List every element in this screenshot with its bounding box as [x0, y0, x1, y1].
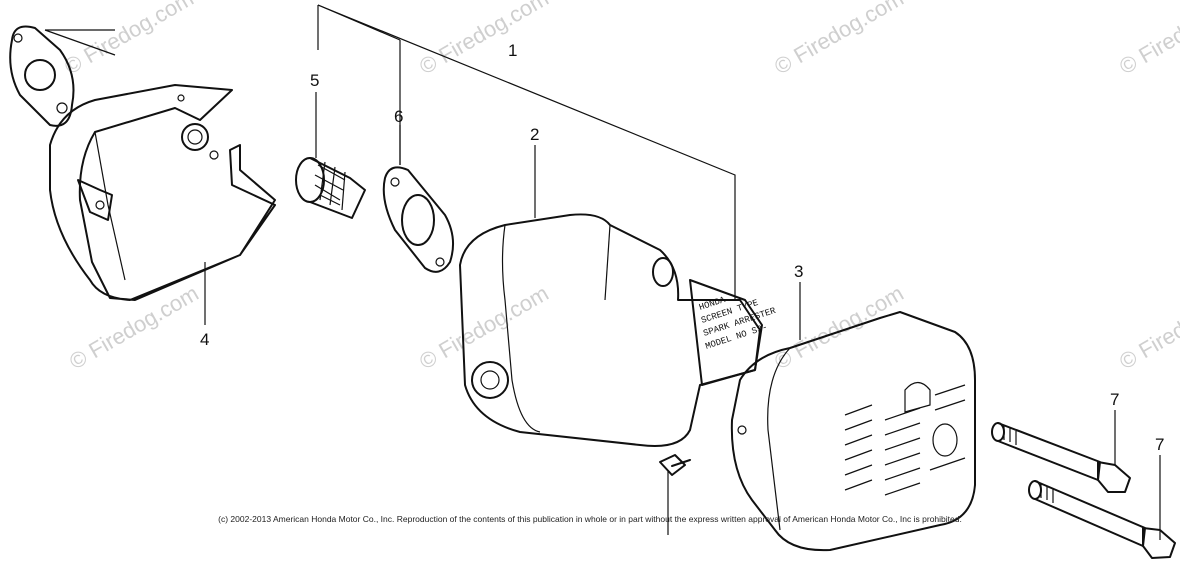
watermark: © Firedog.com: [770, 0, 908, 79]
watermark: © Firedog.com: [60, 0, 198, 79]
watermark-group: © Firedog.com © Firedog.com © Firedog.co…: [60, 0, 1180, 374]
muffler-protector: [730, 311, 976, 552]
bolt-lower: [1028, 480, 1176, 559]
callout-labels: 1 2 3 4 5 6 7 7: [200, 41, 1164, 454]
gasket-lower: [382, 166, 455, 273]
watermark: © Firedog.com: [770, 280, 908, 374]
callout-3: 3: [794, 262, 803, 281]
callout-7a: 7: [1110, 390, 1119, 409]
watermark: © Firedog.com: [65, 280, 203, 374]
callout-5: 5: [310, 71, 319, 90]
screw: [659, 454, 691, 476]
watermark: © Firedog.com: [1115, 280, 1180, 374]
vent-slots: [844, 381, 966, 496]
watermark: © Firedog.com: [415, 0, 553, 79]
callout-7b: 7: [1155, 435, 1164, 454]
watermark: © Firedog.com: [1115, 0, 1180, 79]
leader-lines: [44, 4, 1161, 540]
callout-1: 1: [508, 41, 517, 60]
heat-shield: [49, 84, 276, 301]
gasket-upper: [9, 25, 75, 127]
spark-screen: [295, 157, 366, 219]
copyright-notice: (c) 2002-2013 American Honda Motor Co., …: [218, 514, 962, 524]
callout-4: 4: [200, 330, 209, 349]
callout-2: 2: [530, 125, 539, 144]
callout-6: 6: [394, 107, 403, 126]
bolt-upper: [991, 422, 1131, 493]
name-plate: HONDA SCREEN TYPE SPARK ARRESTER MODEL N…: [698, 295, 778, 352]
watermark: © Firedog.com: [415, 280, 553, 374]
